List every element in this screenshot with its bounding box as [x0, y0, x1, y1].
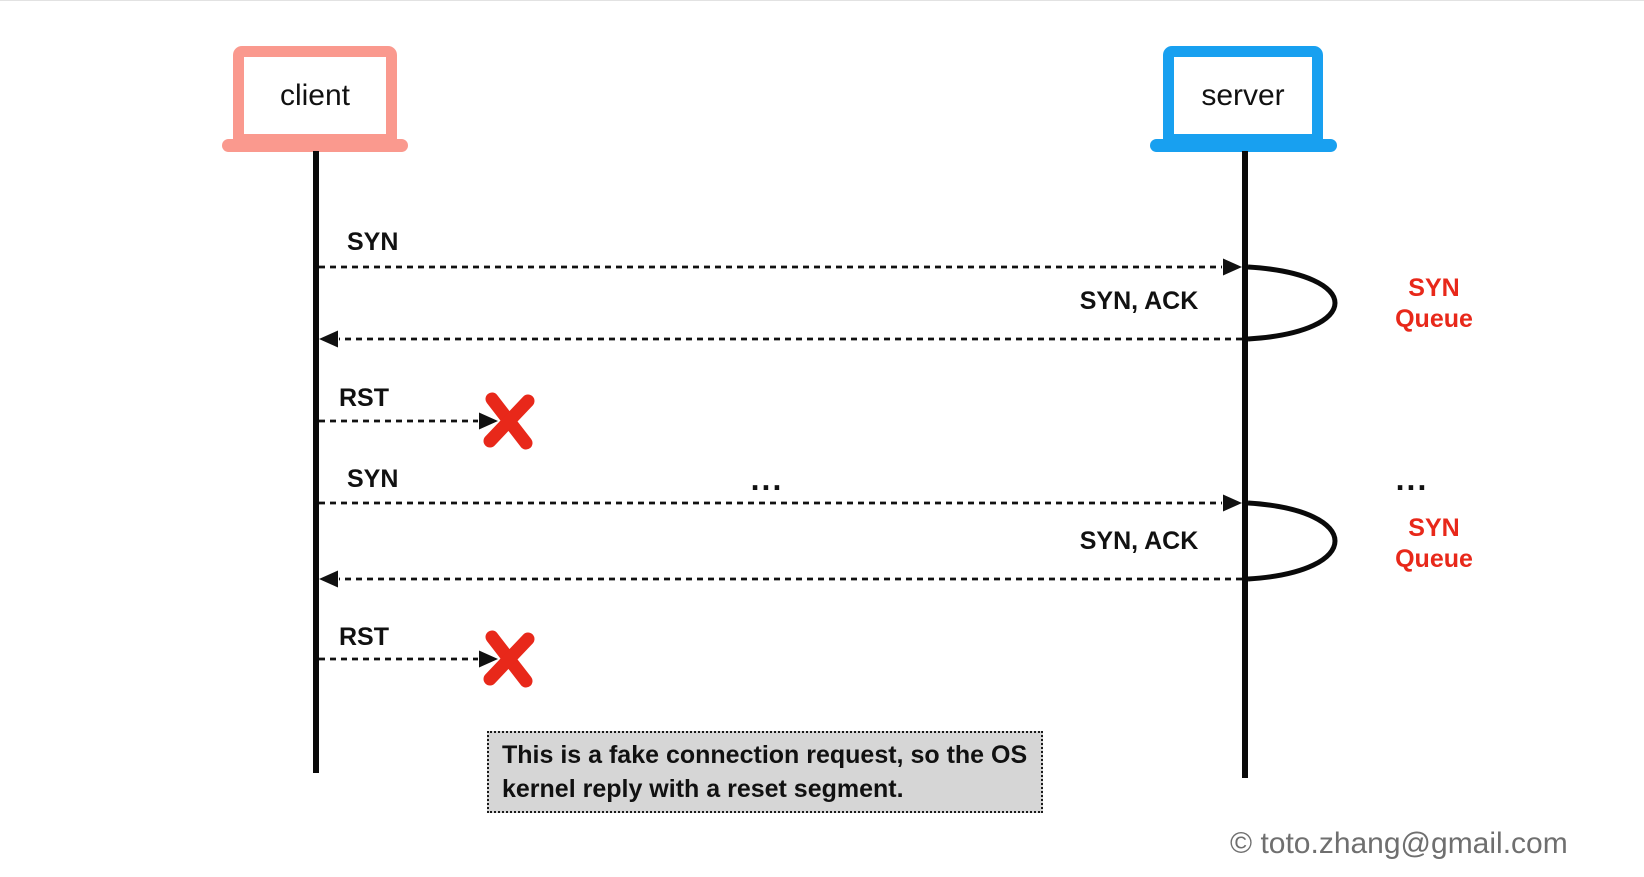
- client-lifeline: [313, 151, 319, 773]
- client-laptop-base: [222, 139, 408, 152]
- syn-queue-arc-1: [1247, 264, 1338, 342]
- arrowhead-right-icon: [479, 650, 498, 668]
- syn-queue-label-1-line2: Queue: [1395, 305, 1473, 333]
- note-box: This is a fake connection request, so th…: [487, 731, 1043, 813]
- message-label-syn-2: SYN: [347, 465, 399, 493]
- client-laptop-icon: client: [233, 46, 397, 145]
- synack-arrow-2: [319, 570, 1242, 588]
- server-laptop-icon: server: [1163, 46, 1323, 145]
- arrowhead-right-icon: [1223, 258, 1242, 276]
- syn-queue-label-2-line2: Queue: [1395, 545, 1473, 573]
- syn-queue-label-2-line1: SYN: [1408, 514, 1460, 542]
- server-lifeline: [1242, 151, 1248, 778]
- syn-arrow-2: [319, 494, 1242, 512]
- arrowhead-left-icon: [319, 330, 338, 348]
- mid-ellipsis: ...: [750, 461, 784, 497]
- copyright-text: © toto.zhang@gmail.com: [1230, 827, 1568, 860]
- message-label-rst-2: RST: [339, 623, 389, 651]
- actor-client-label: client: [279, 78, 351, 112]
- note-line-1: This is a fake connection request, so th…: [502, 741, 1028, 769]
- syn-queue-label-1-line1: SYN: [1408, 274, 1460, 302]
- server-laptop-base: [1150, 139, 1337, 152]
- message-label-synack-2: SYN, ACK: [1079, 527, 1199, 555]
- message-label-rst-1: RST: [339, 384, 389, 412]
- rejected-x-icon: [483, 630, 535, 688]
- rst-arrow-1: [319, 412, 498, 430]
- arrowhead-right-icon: [1223, 494, 1242, 512]
- right-ellipsis: ...: [1395, 461, 1429, 497]
- arrowhead-right-icon: [479, 412, 498, 430]
- syn-queue-label-2: SYN Queue: [1395, 513, 1473, 575]
- syn-queue-arc-2: [1247, 500, 1338, 582]
- actor-server-label: server: [1201, 78, 1285, 112]
- message-label-syn-1: SYN: [347, 228, 399, 256]
- rst-arrow-2: [319, 650, 498, 668]
- synack-arrow-1: [319, 330, 1242, 348]
- message-label-synack-1: SYN, ACK: [1079, 287, 1199, 315]
- syn-arrow-1: [319, 258, 1242, 276]
- rejected-x-icon: [483, 392, 535, 450]
- arrowhead-left-icon: [319, 570, 338, 588]
- note-line-2: kernel reply with a reset segment.: [502, 775, 904, 803]
- syn-queue-label-1: SYN Queue: [1395, 273, 1473, 335]
